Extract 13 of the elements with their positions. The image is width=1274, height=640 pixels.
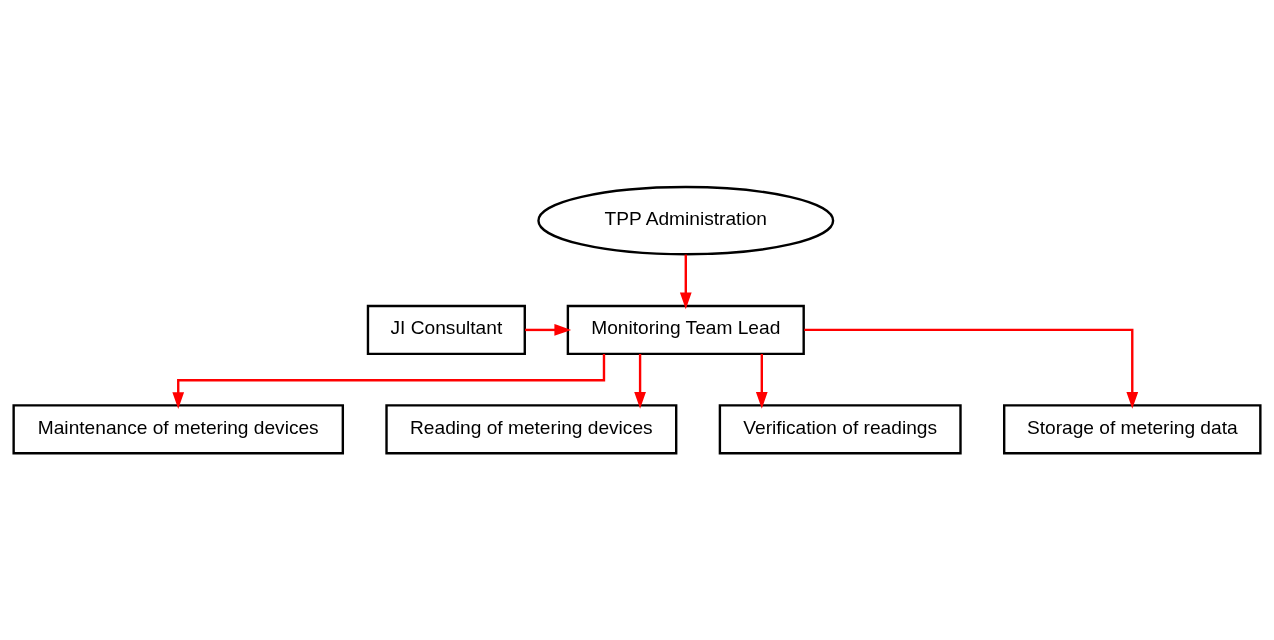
arrow	[804, 328, 1139, 409]
node-box: Storage of metering data	[1003, 404, 1262, 455]
node-box: Maintenance of metering devices	[12, 404, 345, 455]
node-box: Reading of metering devices	[385, 404, 678, 455]
arrow	[755, 353, 768, 409]
node-ellipse: TPP Administration	[537, 185, 835, 256]
arrow	[172, 353, 606, 409]
arrow	[525, 324, 572, 336]
arrow	[679, 254, 692, 310]
node-box: Verification of readings	[718, 404, 962, 455]
node-box: Monitoring Team Lead	[566, 304, 805, 356]
node-box: JI Consultant	[366, 304, 526, 356]
arrow	[634, 353, 646, 409]
